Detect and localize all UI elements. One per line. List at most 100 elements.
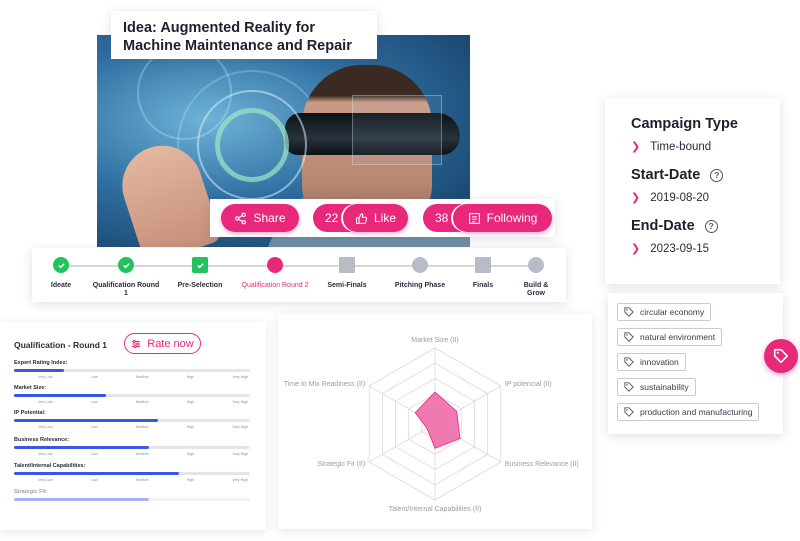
radar-chart-card: Market Size (II)IP potencial (II)Busines… bbox=[278, 314, 592, 529]
rating-criterion: Strategic Fit: bbox=[14, 489, 250, 501]
like-label: Like bbox=[373, 211, 396, 225]
share-label: Share bbox=[253, 211, 286, 225]
scale-label: Very High bbox=[232, 400, 248, 404]
step-build-and-grow[interactable] bbox=[528, 257, 544, 273]
tag-label: innovation bbox=[640, 357, 679, 367]
scale-label: High bbox=[186, 425, 195, 429]
scale-label: Very High bbox=[232, 452, 248, 456]
check-icon bbox=[53, 257, 69, 273]
step-label: Qualification Round 2 bbox=[241, 282, 309, 289]
start-date-heading: Start-Date? bbox=[631, 167, 780, 183]
start-date-heading-text: Start-Date bbox=[631, 167, 701, 183]
end-date-heading: End-Date? bbox=[631, 218, 780, 234]
scale-label: Low bbox=[91, 425, 98, 429]
criterion-bar-fill bbox=[14, 394, 107, 397]
step-semi-finals[interactable] bbox=[339, 257, 355, 273]
criterion-name: IP Potential: bbox=[14, 410, 46, 416]
hologram-panel bbox=[352, 95, 442, 165]
radar-axis-label: IP potencial (II) bbox=[505, 381, 552, 388]
end-date-heading-text: End-Date bbox=[631, 218, 695, 234]
scale-label: Medium bbox=[135, 425, 149, 429]
radar-axis-line bbox=[368, 423, 436, 463]
idea-action-bar: Share 22 Like 38 Following bbox=[210, 199, 555, 237]
scale-label: Very Low bbox=[38, 425, 53, 429]
end-date-value: ❯2023-09-15 bbox=[631, 242, 780, 256]
criterion-bar-fill bbox=[14, 498, 149, 501]
tag-chip[interactable]: innovation bbox=[617, 353, 686, 371]
scale-label: Low bbox=[91, 452, 98, 456]
idea-title: Idea: Augmented Reality for Machine Main… bbox=[111, 11, 377, 59]
tag-icon bbox=[624, 307, 634, 317]
tag-label: circular economy bbox=[640, 307, 705, 317]
scale-label: Medium bbox=[135, 375, 149, 379]
campaign-info-card: Campaign Type ❯Time-bound Start-Date? ❯2… bbox=[605, 98, 780, 284]
current-step-dot bbox=[267, 257, 283, 273]
criterion-bar-fill bbox=[14, 472, 180, 475]
radar-axis-label: Talent/Internal Capabilities (II) bbox=[389, 506, 482, 513]
share-icon bbox=[235, 212, 247, 224]
step-label: Build & Grow bbox=[523, 282, 549, 297]
tag-chip[interactable]: natural environment bbox=[617, 328, 723, 346]
tag-chip[interactable]: sustainability bbox=[617, 378, 696, 396]
scale-label: Very High bbox=[232, 425, 248, 429]
step-qualification-round-2[interactable] bbox=[267, 257, 283, 273]
radar-chart: Market Size (II)IP potencial (II)Busines… bbox=[284, 337, 579, 513]
radar-axis-label: Strategic Fit (II) bbox=[317, 461, 365, 468]
step-pitching-phase[interactable] bbox=[412, 257, 428, 273]
step-label: Pre-Selection bbox=[177, 282, 223, 289]
criterion-scale: Very Low Low Medium High Very High bbox=[14, 425, 250, 429]
tag-label: natural environment bbox=[640, 332, 716, 342]
scale-label: High bbox=[186, 452, 195, 456]
step-pre-selection[interactable] bbox=[192, 257, 208, 273]
help-icon[interactable]: ? bbox=[704, 219, 718, 233]
criterion-scale: Very Low Low Medium High Very High bbox=[14, 452, 250, 456]
criterion-name: Talent/Internal Capabilities: bbox=[14, 463, 86, 469]
campaign-type-text: Time-bound bbox=[650, 140, 712, 153]
step-label: Qualification Round 1 bbox=[92, 282, 160, 297]
criterion-bar-fill bbox=[14, 419, 158, 422]
scale-label: Very Low bbox=[38, 478, 53, 482]
check-icon bbox=[192, 257, 208, 273]
scale-label: Very High bbox=[232, 375, 248, 379]
criterion-bar bbox=[14, 498, 250, 501]
help-icon[interactable]: ? bbox=[710, 168, 724, 182]
tag-chip[interactable]: circular economy bbox=[617, 303, 712, 321]
tag-label: sustainability bbox=[640, 382, 689, 392]
share-button[interactable]: Share bbox=[221, 204, 299, 232]
step-qualification-round-1[interactable] bbox=[118, 257, 134, 273]
tag-chip[interactable]: production and manufacturing bbox=[617, 403, 760, 421]
criterion-bar bbox=[14, 369, 250, 372]
tag-icon bbox=[624, 332, 634, 342]
add-tag-button[interactable] bbox=[764, 339, 798, 373]
step-label: Finals bbox=[472, 282, 494, 289]
scale-label: Medium bbox=[135, 452, 149, 456]
pending-step-square bbox=[339, 257, 355, 273]
step-finals[interactable] bbox=[475, 257, 491, 273]
pending-step-dot bbox=[412, 257, 428, 273]
check-icon bbox=[118, 257, 134, 273]
start-date-value: ❯2019-08-20 bbox=[631, 191, 780, 205]
following-button[interactable]: Following bbox=[453, 204, 552, 232]
scale-label: Low bbox=[91, 400, 98, 404]
step-ideate[interactable] bbox=[53, 257, 69, 273]
thumbs-up-icon bbox=[356, 212, 368, 224]
criterion-bar-fill bbox=[14, 446, 149, 449]
radar-axis-label: Market Size (II) bbox=[411, 337, 458, 344]
stepper-track bbox=[62, 265, 537, 267]
scale-label: Very Low bbox=[38, 452, 53, 456]
sliders-icon bbox=[132, 339, 141, 348]
criterion-name: Business Relevance: bbox=[14, 437, 70, 443]
list-icon bbox=[468, 212, 480, 224]
hologram-ring bbox=[215, 108, 289, 182]
step-label: Pitching Phase bbox=[394, 282, 446, 289]
following-label: Following bbox=[486, 211, 538, 225]
scale-label: High bbox=[186, 400, 195, 404]
end-date-text: 2023-09-15 bbox=[650, 242, 710, 255]
like-button[interactable]: Like bbox=[343, 204, 408, 232]
rate-now-button[interactable]: Rate now bbox=[124, 333, 201, 354]
